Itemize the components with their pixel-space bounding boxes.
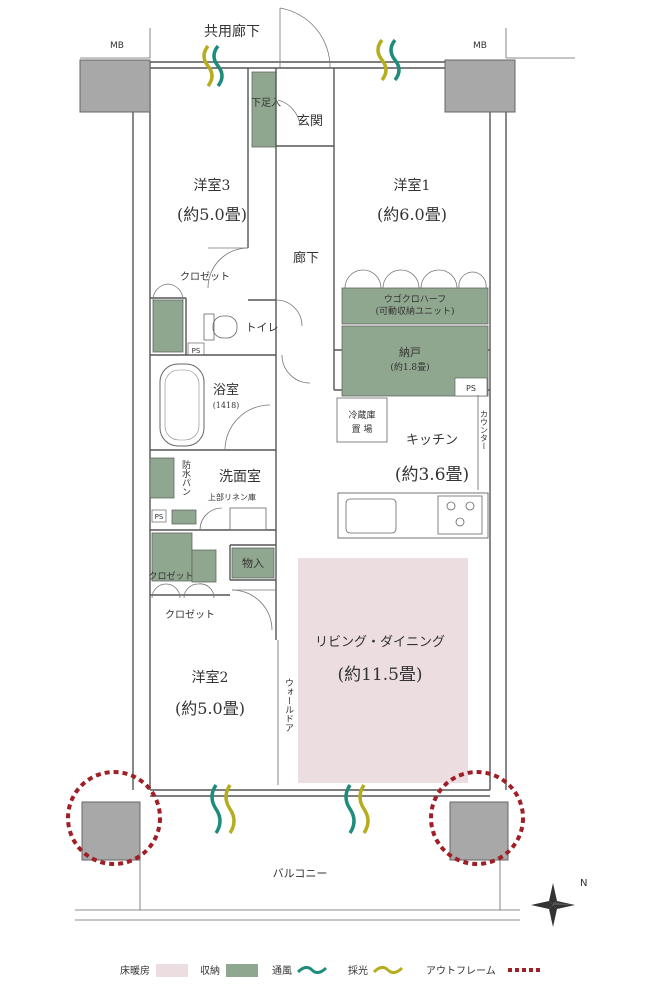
kitchen-sink xyxy=(345,498,397,534)
ps-kitchen-box xyxy=(454,377,488,397)
closet-room2-b xyxy=(191,549,217,583)
column-bottom-right xyxy=(449,801,509,861)
closet-room2-doors xyxy=(151,583,181,599)
hall-door xyxy=(281,354,311,384)
storeroom-size: (約1.8畳) xyxy=(390,361,429,373)
closet-room3 xyxy=(152,299,184,353)
shoe-storage-label: 下足入 xyxy=(251,97,281,109)
shoe-storage xyxy=(251,71,277,148)
fridge-space xyxy=(336,397,388,443)
room2-size: (約5.0畳) xyxy=(175,699,245,718)
kitchen-counter xyxy=(337,492,489,539)
living-name: リビング・ダイニング xyxy=(315,635,445,650)
legend-ventilation-wave xyxy=(296,965,328,975)
legend-outframe-label: アウトフレーム xyxy=(426,965,496,977)
closet-room3-doors xyxy=(152,283,184,301)
wave-bottom-left xyxy=(210,784,236,834)
bath-door xyxy=(224,404,271,451)
outframe-marker-right xyxy=(429,770,525,866)
room2-name: 洋室2 xyxy=(192,669,229,686)
mb-left-label: MB xyxy=(110,41,124,51)
ps-wash-label: PS xyxy=(155,513,164,521)
mb-boxes xyxy=(80,28,575,59)
closet-room2-a-label: クロゼット xyxy=(148,570,193,582)
half-storage-doors xyxy=(344,269,487,289)
hallway-label: 廊下 xyxy=(293,250,319,266)
legend-ventilation-label: 通風 xyxy=(272,965,292,977)
storeroom-label: 納戸 xyxy=(399,346,421,359)
wash-basin xyxy=(229,507,267,531)
half-storage-label-2: (可動収納ユニット) xyxy=(375,305,454,317)
wall-door-label: ウォールドア xyxy=(283,678,294,732)
room2-door xyxy=(231,589,273,631)
floor-heating-zone xyxy=(298,558,468,783)
column-top-left xyxy=(79,59,151,113)
room3-size: (約5.0畳) xyxy=(177,205,247,224)
upper-linen-label: 上部リネン庫 xyxy=(208,492,256,502)
wave-bottom-right xyxy=(344,784,370,834)
balcony-rail xyxy=(75,860,520,921)
north-label: N xyxy=(580,878,587,889)
washroom-label: 洗面室 xyxy=(219,468,261,485)
storage-closet-label: 物入 xyxy=(242,556,264,570)
closet-room2-b-label: クロゼット xyxy=(165,609,215,621)
ps-kitchen-label: PS xyxy=(466,384,476,393)
storage-closet xyxy=(231,547,275,579)
bathtub xyxy=(159,363,205,447)
linen-storage xyxy=(171,509,197,525)
room3-door xyxy=(207,247,249,289)
closet-room3-label: クロゼット xyxy=(180,271,230,283)
column-top-right xyxy=(444,59,516,113)
living-size: (約11.5畳) xyxy=(337,665,422,685)
toilet-door xyxy=(275,299,303,327)
legend-floor-heating-label: 床暖房 xyxy=(120,964,150,977)
column-bottom-left xyxy=(81,801,141,861)
legend-storage-label: 収納 xyxy=(200,964,220,977)
fridge-label-2: 置 場 xyxy=(352,423,373,435)
entrance-label: 玄関 xyxy=(297,114,323,129)
waterproof-pan-label: 防水パン xyxy=(180,459,191,496)
shoe-door-arc xyxy=(277,99,301,126)
entrance-door xyxy=(279,7,331,69)
wave-top-left xyxy=(202,44,224,88)
legend: 床暖房 収納 通風 採光 アウトフレーム xyxy=(120,964,540,977)
room1-size: (約6.0畳) xyxy=(377,205,447,224)
outer-walls xyxy=(132,61,507,797)
wash-door xyxy=(199,507,223,531)
waterproof-pan xyxy=(149,457,175,499)
toilet-fixture xyxy=(212,315,238,339)
outframe-marker-left xyxy=(66,770,162,866)
ps-toilet-box xyxy=(187,342,205,356)
legend-storage-swatch xyxy=(226,964,258,977)
ps-toilet-label: PS xyxy=(192,347,201,355)
balcony-label: バルコニー xyxy=(273,867,328,880)
compass-icon xyxy=(531,883,575,927)
counter-label: カウンター xyxy=(480,410,489,450)
fridge-label-1: 冷蔵庫 xyxy=(348,409,375,421)
toilet-label: トイレ xyxy=(246,321,279,334)
bath-size: (1418) xyxy=(213,401,240,410)
closet-room2-a xyxy=(151,532,193,582)
half-storage-label-1: ウゴクロハーフ xyxy=(384,293,446,305)
stove xyxy=(437,495,483,535)
half-storage-unit xyxy=(341,287,489,325)
mb-right-label: MB xyxy=(473,41,487,51)
room1-name: 洋室1 xyxy=(394,177,431,194)
corridor-label: 共用廊下 xyxy=(204,23,260,40)
legend-daylight-wave xyxy=(372,965,404,975)
wave-top-right xyxy=(376,38,401,82)
kitchen-name: キッチン xyxy=(406,433,458,448)
bath-label: 浴室 xyxy=(213,382,239,398)
legend-floor-heating-swatch xyxy=(156,964,188,977)
room3-name: 洋室3 xyxy=(194,177,231,194)
kitchen-size: (約3.6畳) xyxy=(395,465,469,485)
legend-daylight-label: 採光 xyxy=(348,964,368,977)
